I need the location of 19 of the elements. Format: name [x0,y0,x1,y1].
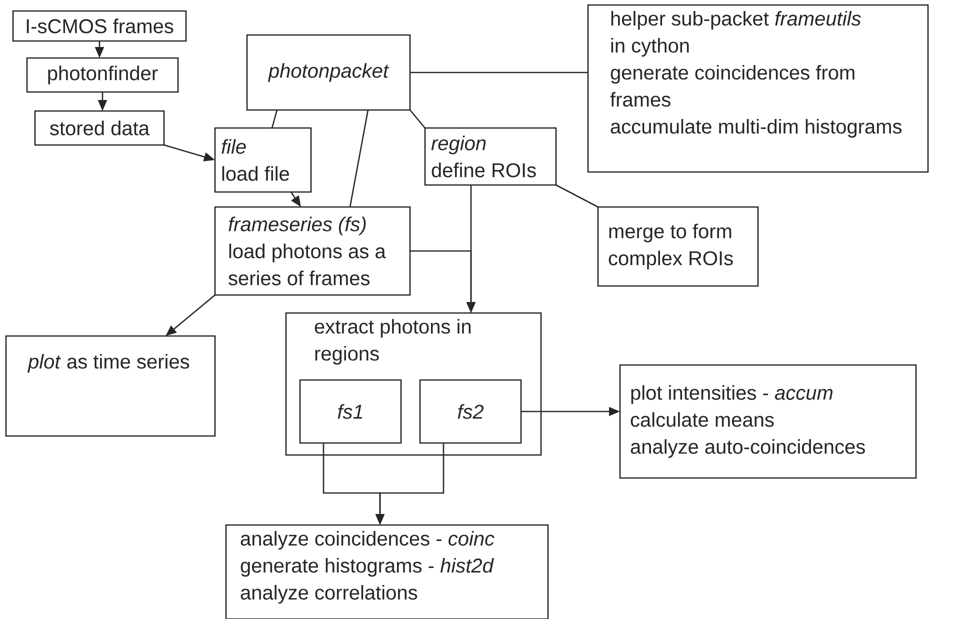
process-box: helper sub-packet frameutils in cython generate coincidences from frames accumulate multi-dim histograms [587,4,929,173]
process-box: plot intensities - accum calculate means analyze auto-coincidences [619,364,917,479]
process-box: analyze coincidences - coinc generate histograms - hist2d analyze correlations [225,524,549,619]
process-box: stored data [34,110,165,146]
process-box: plot as time series [5,335,216,437]
process-box: photonfinder [26,57,179,93]
process-box: region define ROIs [424,127,557,186]
connector-line [349,110,369,208]
process-box: I-sCMOS frames [12,10,187,42]
process-box: fs1 [299,379,402,444]
connector-line [410,72,588,74]
process-box: fs2 [419,379,522,444]
process-box: merge to form complex ROIs [597,206,759,287]
connector-line [410,110,426,128]
connector-line [271,110,278,128]
process-box: file load file [214,127,312,193]
process-box: photonpacket [246,34,411,111]
connector-line [556,184,598,208]
process-box: frameseries (fs) load photons as a series of frames [214,206,411,296]
